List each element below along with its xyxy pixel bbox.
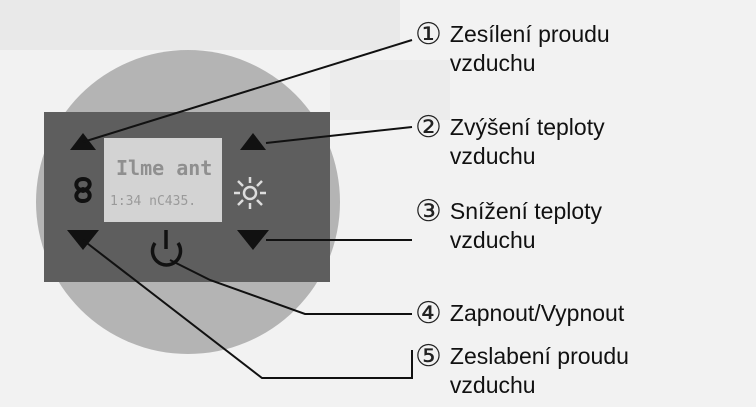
callout-5: ⑤ Zeslabení proudu vzduchu bbox=[415, 342, 629, 400]
callout-label: Zapnout/Vypnout bbox=[449, 300, 625, 326]
callout-label: vzduchu bbox=[449, 50, 536, 76]
callout-label: Snížení teploty bbox=[449, 198, 603, 224]
callout-label: Zvýšení teploty bbox=[449, 114, 605, 140]
callout-number: ③ bbox=[415, 194, 442, 229]
callout-3: ③ Snížení teploty vzduchu bbox=[415, 197, 602, 255]
callout-label: vzduchu bbox=[449, 143, 536, 169]
leader-line-5 bbox=[82, 239, 413, 379]
power-icon[interactable] bbox=[150, 230, 183, 267]
callout-number: ⑤ bbox=[415, 339, 442, 374]
callout-number: ① bbox=[415, 17, 442, 52]
temp-down-arrow-icon[interactable] bbox=[237, 230, 269, 250]
callout-label: Zeslabení proudu bbox=[449, 343, 629, 369]
callout-1: ① Zesílení proudu vzduchu bbox=[415, 20, 610, 78]
temp-up-arrow-icon[interactable] bbox=[240, 133, 266, 150]
leader-line-2 bbox=[265, 126, 413, 144]
callout-4: ④ Zapnout/Vypnout bbox=[415, 299, 624, 329]
lcd-display bbox=[104, 138, 222, 222]
leader-line-1 bbox=[82, 39, 413, 143]
fan-icon bbox=[74, 177, 92, 203]
callout-label: vzduchu bbox=[449, 227, 536, 253]
callout-label: Zesílení proudu bbox=[449, 21, 610, 47]
leader-line-4 bbox=[169, 259, 412, 315]
display-line-2: 1:34 nC435. bbox=[110, 194, 196, 209]
sun-icon bbox=[234, 177, 266, 209]
display-line-1: Ilme ant bbox=[116, 156, 212, 180]
leader-lines bbox=[82, 39, 413, 379]
callout-number: ④ bbox=[415, 296, 442, 331]
callout-2: ② Zvýšení teploty vzduchu bbox=[415, 113, 605, 171]
callout-number: ② bbox=[415, 110, 442, 145]
callout-label: vzduchu bbox=[449, 372, 536, 398]
